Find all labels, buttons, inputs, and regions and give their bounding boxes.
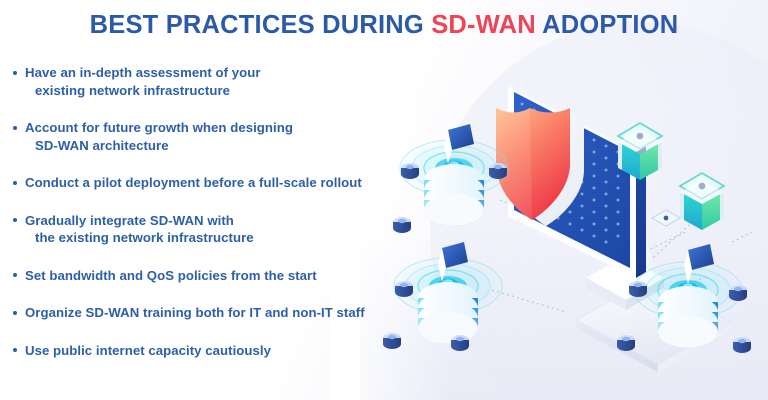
page-title-before: BEST PRACTICES DURING — [89, 11, 432, 39]
small-node-puck — [395, 281, 413, 297]
security-shield — [496, 108, 584, 226]
list-item-line2: the existing network infrastructure — [35, 230, 254, 245]
list-item-line2: SD-WAN architecture — [35, 137, 169, 153]
list-item: Organize SD-WAN training both for IT and… — [12, 304, 412, 322]
network-chip-node — [650, 209, 682, 227]
list-item: Have an in-depth assessment of your exis… — [12, 64, 412, 99]
small-node-puck — [451, 335, 469, 351]
small-node-puck — [733, 337, 751, 353]
location-flag-icon — [688, 244, 714, 270]
list-item: Account for future growth when designing… — [12, 119, 412, 154]
bullet-dot-icon — [13, 310, 17, 315]
list-item-line1: Have an in-depth assessment of your — [25, 65, 261, 80]
bullet-dot-icon — [13, 70, 17, 75]
list-item: Set bandwidth and QoS policies from the … — [12, 267, 412, 285]
network-cube-node — [678, 172, 726, 230]
bullet-dot-icon — [13, 273, 17, 277]
server-stack-with-radar — [393, 124, 510, 233]
server-stack-with-radar — [383, 242, 504, 351]
list-item: Gradually integrate SD-WAN with the exis… — [12, 212, 412, 247]
list-item: Use public internet capacity cautiously — [12, 342, 412, 360]
small-node-puck — [629, 281, 647, 297]
list-item-line1: Set bandwidth and QoS policies from the … — [25, 267, 317, 283]
page-title: BEST PRACTICES DURING SD-WAN ADOPTION — [0, 11, 768, 39]
list-item-line1: Account for future growth when designing — [25, 120, 293, 135]
small-node-puck — [401, 163, 419, 179]
list-item-line1: Gradually integrate SD-WAN with — [25, 212, 234, 228]
sd-wan-illustration — [380, 60, 768, 400]
small-node-puck — [393, 217, 411, 233]
list-item-line1: Use public internet capacity cautiously — [25, 342, 271, 358]
list-item-line1: Organize SD-WAN training both for IT and… — [25, 305, 365, 320]
page-title-highlight: SD-WAN — [431, 11, 536, 39]
best-practices-list: Have an in-depth assessment of your exis… — [12, 64, 412, 359]
small-node-puck — [489, 163, 507, 179]
small-node-puck — [383, 333, 401, 349]
server-stack-with-radar — [617, 244, 751, 353]
small-node-puck — [617, 335, 635, 351]
list-item: Conduct a pilot deployment before a full… — [12, 174, 412, 192]
bullet-dot-icon — [13, 218, 17, 222]
list-item-line1: Conduct a pilot deployment before a full… — [25, 175, 362, 190]
list-item-line2: existing network infrastructure — [35, 82, 231, 98]
bullet-dot-icon — [13, 348, 17, 352]
page-title-after: ADOPTION — [535, 11, 679, 39]
location-flag-icon — [448, 124, 474, 150]
location-flag-icon — [442, 242, 468, 268]
bullet-dot-icon — [13, 180, 17, 185]
small-node-puck — [729, 285, 747, 301]
bullet-dot-icon — [13, 125, 17, 130]
network-cube-node — [616, 122, 664, 180]
